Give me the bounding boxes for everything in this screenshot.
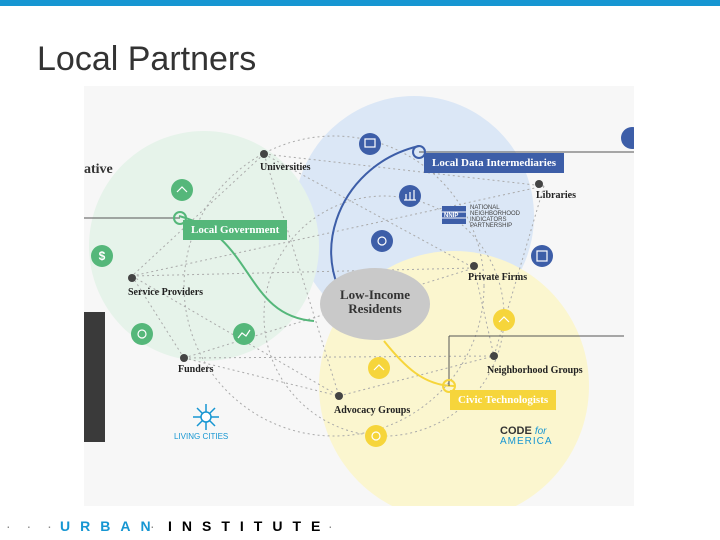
center-line2: Residents [348,301,402,316]
funders-label: Funders [178,364,214,375]
cfa-for: for [534,426,547,437]
fragment-title: ative [84,162,113,177]
neighborhood-groups-label: Neighborhood Groups [487,365,583,376]
footer-urban: URBAN [60,518,161,534]
low-income-residents-label: Low-Income Residents [320,288,430,316]
code-for-america-logo: CODE for AMERICA [500,426,553,447]
nnip-logo-mark: NNIP [444,213,459,219]
svg-text:$: $ [99,249,106,263]
footer-dots: · · · [6,518,58,534]
footer-institute: INSTITUTE [168,518,331,534]
center-line1: Low-Income [339,287,411,302]
nnip-text-3: INDICATORS [470,217,507,223]
service-providers-label: Service Providers [128,287,204,298]
top-accent-bar [0,0,720,6]
cfa-code: CODE [500,425,532,437]
nnip-text-4: PARTNERSHIP [470,223,513,229]
green-circle [89,131,319,361]
nnip-text-1: NATIONAL [470,205,500,211]
libraries-label: Libraries [536,190,576,201]
advocacy-groups-label: Advocacy Groups [334,405,411,416]
slide-title: Local Partners [37,40,257,78]
footer-brand: · · · URBAN · INSTITUTE · [0,516,720,536]
footer-end-dot: · [328,518,339,534]
nnip-logo-text: NATIONAL NEIGHBORHOOD INDICATORS PARTNER… [470,205,520,229]
local-data-intermediaries-label: Local Data Intermediaries [424,153,565,173]
dark-side-panel [84,312,105,442]
universities-label: Universities [260,162,311,173]
cfa-america: AMERICA [500,436,553,447]
local-government-label: Local Government [183,220,288,240]
private-firms-label: Private Firms [468,272,528,283]
footer-separator: · [150,518,161,534]
partners-diagram: $ ative Local Data Intermediaries Local … [84,86,634,506]
nnip-text-2: NEIGHBORHOOD [470,211,521,217]
living-cities-logo-text: LIVING CITIES [174,432,229,441]
center-oval [320,268,430,340]
civic-technologists-label: Civic Technologists [450,390,557,410]
